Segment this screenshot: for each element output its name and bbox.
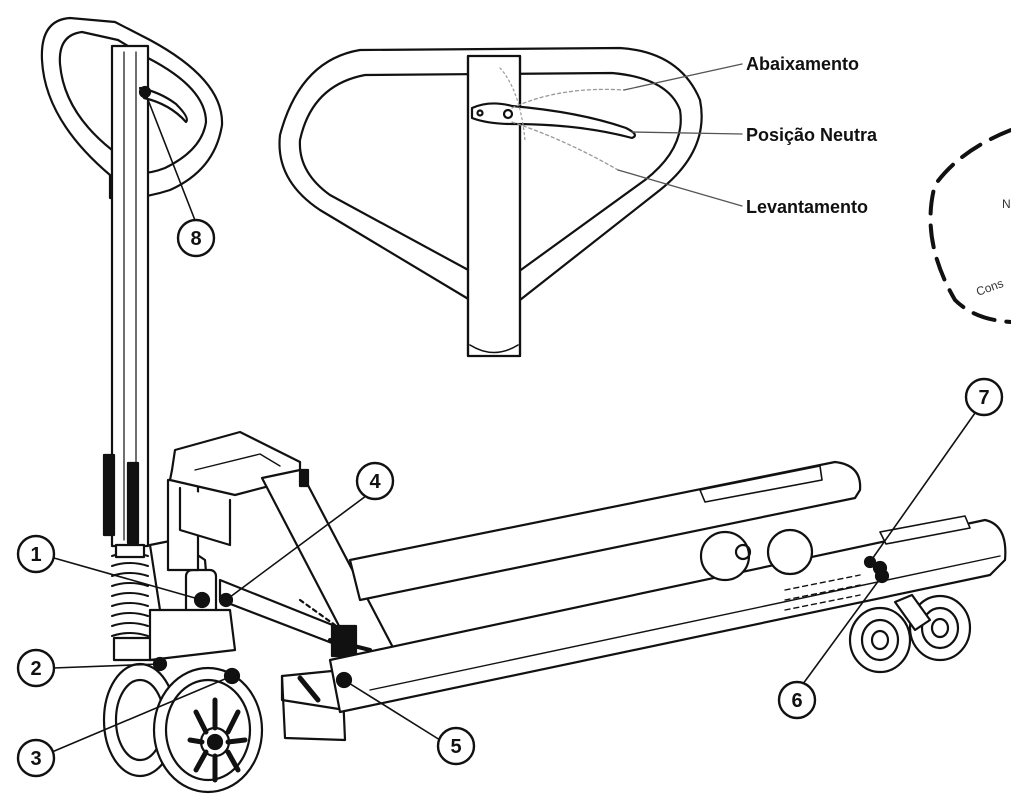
label-neutral-position: Posição Neutra — [746, 125, 878, 145]
steering-wheels — [102, 662, 264, 794]
dashed-callout-bubble — [928, 128, 1011, 324]
label-lifting: Levantamento — [746, 197, 868, 217]
callout-number-2: 2 — [30, 658, 41, 680]
callout-number-4: 4 — [369, 471, 381, 493]
handle-detail-inset — [278, 46, 703, 358]
number-circles — [16, 218, 1004, 778]
callout-number-7: 7 — [978, 387, 989, 409]
callout-leaders — [51, 91, 976, 753]
pallet-truck-main — [40, 16, 1007, 794]
lever-leaders — [617, 63, 743, 207]
callout-number-8: 8 — [190, 228, 201, 250]
label-lowering: Abaixamento — [746, 54, 859, 74]
callout-number-3: 3 — [30, 748, 41, 770]
callout-number-5: 5 — [450, 736, 461, 758]
bubble-fragment-side: Cons — [974, 276, 1005, 299]
bubble-fragment-top: N — [1002, 197, 1011, 211]
callout-number-6: 6 — [791, 690, 802, 712]
callout-number-1: 1 — [30, 544, 41, 566]
